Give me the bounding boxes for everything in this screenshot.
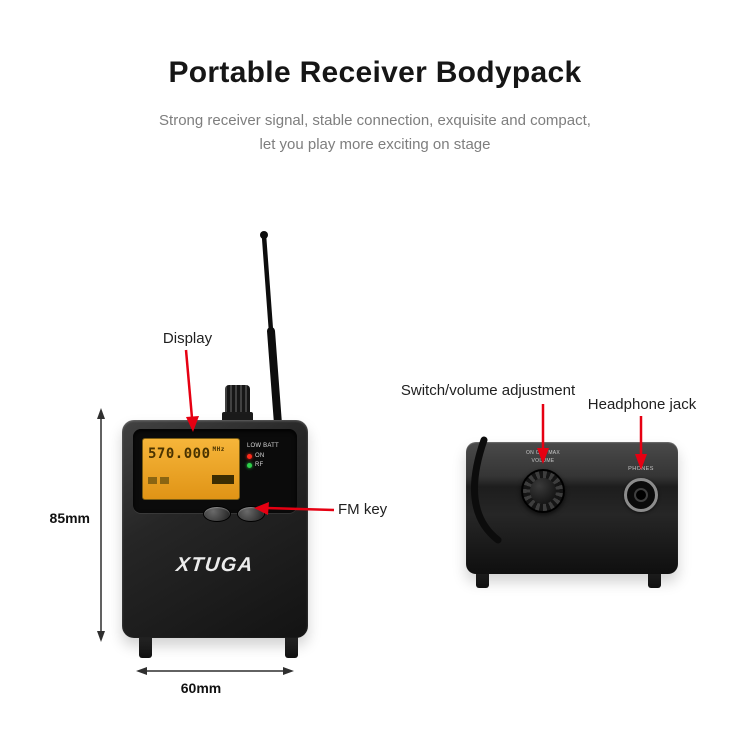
lcd-icon xyxy=(148,477,157,484)
lcd-icon xyxy=(160,477,169,484)
headphone-connector-knob xyxy=(222,385,253,422)
led-indicators: LOW BATT ON RF xyxy=(247,442,279,471)
brand-logo: XTUGA xyxy=(175,554,255,576)
low-batt-led xyxy=(247,453,252,459)
rf-label: RF xyxy=(255,462,264,469)
fm-key-arrow xyxy=(254,502,335,515)
volume-knob xyxy=(521,469,565,513)
low-batt-label: LOW BATT xyxy=(247,443,279,449)
width-dimension-line xyxy=(136,667,294,675)
antenna xyxy=(260,231,282,428)
page-title: Portable Receiver Bodypack xyxy=(168,56,582,89)
switch-volume-arrow xyxy=(537,404,549,464)
subtitle-line-1: Strong receiver signal, stable connectio… xyxy=(159,112,591,129)
headphone-jack-annotation: Headphone jack xyxy=(587,396,697,413)
on-label: ON xyxy=(255,452,265,459)
lcd-status-icons xyxy=(148,475,234,484)
headphone-jack-arrow xyxy=(635,416,647,470)
width-dimension-label: 60mm xyxy=(180,680,222,696)
fm-key-annotation: FM key xyxy=(338,501,388,518)
lcd-frequency-value: 570.000 xyxy=(148,446,211,462)
height-dimension-label: 85mm xyxy=(49,510,90,526)
volume-knob-cap xyxy=(530,478,556,504)
height-dimension-line xyxy=(97,408,105,642)
button-row xyxy=(203,506,265,522)
rf-led xyxy=(247,463,252,469)
display-annotation: Display xyxy=(162,330,213,347)
top-view-antenna xyxy=(471,436,502,544)
lcd-unit: MHz xyxy=(212,446,225,453)
power-button xyxy=(203,506,231,522)
headphone-jack xyxy=(624,478,658,512)
switch-volume-annotation: Switch/volume adjustment xyxy=(400,382,576,399)
subtitle-line-2: let you play more exciting on stage xyxy=(259,136,491,153)
headphone-jack-hole xyxy=(634,488,648,502)
display-arrow xyxy=(184,349,199,432)
lcd-icon xyxy=(212,475,234,484)
